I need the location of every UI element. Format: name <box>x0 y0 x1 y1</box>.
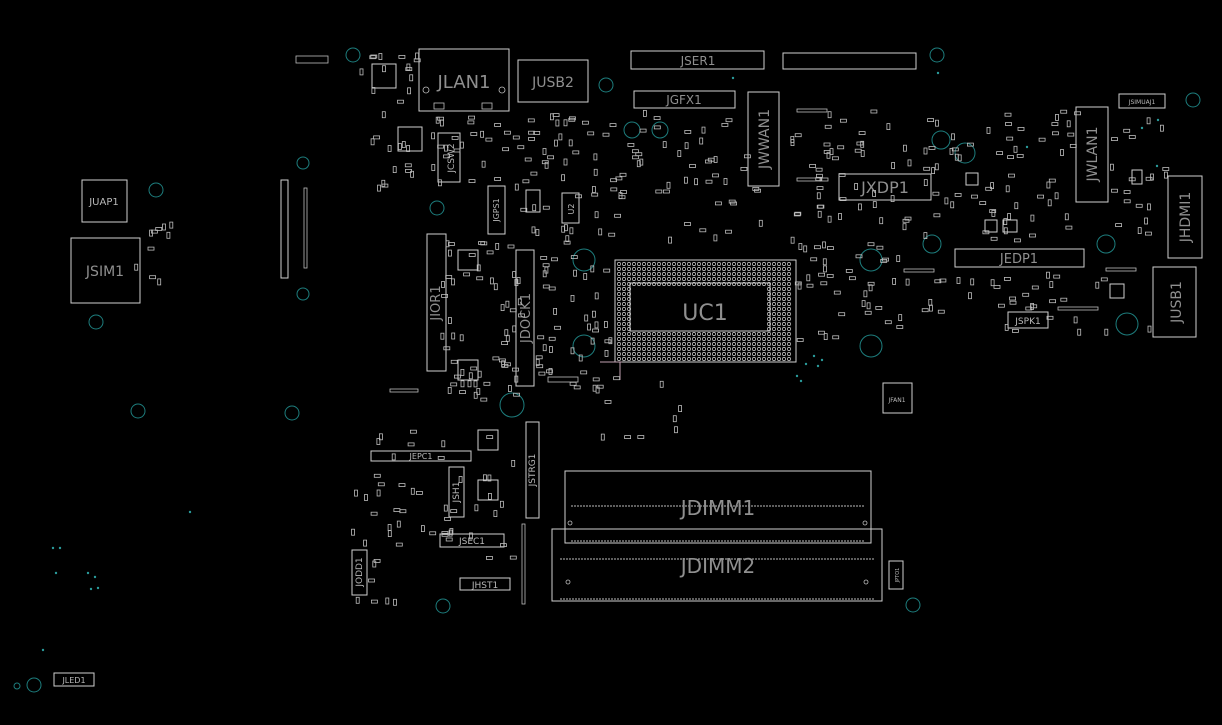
jled1-label: JLED1 <box>61 676 85 685</box>
uc1-ball-grid <box>617 262 791 361</box>
jwwan1-connector: JWWAN1 <box>747 91 780 187</box>
jgps1-label: JGPS1 <box>492 198 501 223</box>
jdimm1-label: JDIMM1 <box>679 496 755 520</box>
jpto1-label: JPTO1 <box>895 568 901 584</box>
jsh1-label: JSH1 <box>452 482 462 504</box>
jwwan1-label: JWWAN1 <box>757 109 773 170</box>
jwlan1-connector: JWLAN1 <box>1075 106 1109 203</box>
jsimuaj1-connector: JSIMUAJ1 <box>1118 93 1166 109</box>
jepc1-connector: JEPC1 <box>370 450 472 462</box>
jgfx1-connector: JGFX1 <box>633 90 736 109</box>
jser1-label: JSER1 <box>680 54 716 68</box>
jhst1-label: JHST1 <box>471 581 498 591</box>
jusb2-connector: JUSB2 <box>517 59 589 103</box>
jodd1-label: JODD1 <box>355 557 365 587</box>
header-connector-top <box>782 52 917 70</box>
jspk1-connector: JSPK1 <box>1007 311 1049 329</box>
jdimm2-slot: JDIMM2 <box>551 528 883 602</box>
small-vias <box>41 71 1160 652</box>
juap1-label: JUAP1 <box>88 197 119 208</box>
jepc1-label: JEPC1 <box>409 452 433 461</box>
jgps1-connector: JGPS1 <box>487 185 506 235</box>
jstrg1-label: JSTRG1 <box>528 454 538 488</box>
jior1-label: JIOR1 <box>429 285 444 321</box>
jhdmi1-label: JHDMI1 <box>1178 192 1194 244</box>
jwlan1-label: JWLAN1 <box>1085 126 1101 182</box>
jsimuaj1-label: JSIMUAJ1 <box>1128 99 1156 106</box>
jdimm1-slot: JDIMM1 <box>564 470 872 544</box>
uc1-cpu: UC1 <box>600 259 797 380</box>
jcsw2-connector: JCSW2 <box>437 132 461 183</box>
jdock1-label: JDOCK1 <box>519 293 534 344</box>
jpto1-connector: JPTO1 <box>888 560 904 590</box>
jusb2-label: JUSB2 <box>531 75 574 91</box>
jspk1-label: JSPK1 <box>1014 317 1040 327</box>
jled1-connector: JLED1 <box>53 672 95 687</box>
jusb1-label: JUSB1 <box>1169 281 1185 324</box>
jhdmi1-connector: JHDMI1 <box>1167 175 1203 259</box>
jlan1-label: JLAN1 <box>437 72 491 93</box>
jdimm2-label: JDIMM2 <box>679 554 755 578</box>
juap1-connector: JUAP1 <box>81 179 128 223</box>
jgfx1-label: JGFX1 <box>665 93 702 107</box>
jior1-connector: JIOR1 <box>426 233 447 372</box>
jxdp1-label: JXDP1 <box>860 178 909 197</box>
jdock1-connector: JDOCK1 <box>515 249 535 387</box>
jstrg1-connector: JSTRG1 <box>525 421 540 519</box>
jusb1-connector: JUSB1 <box>1152 266 1197 338</box>
jsim1-label: JSIM1 <box>85 264 124 280</box>
jodd1-connector: JODD1 <box>351 549 368 596</box>
uc1-label: UC1 <box>682 301 727 326</box>
jsim1-connector: JSIM1 <box>70 237 141 304</box>
jedp1-label: JEDP1 <box>999 252 1038 267</box>
mounting-holes <box>13 47 1201 693</box>
jsh1-connector: JSH1 <box>448 466 465 518</box>
misc-headers <box>280 55 1137 605</box>
passive-components <box>134 52 1170 606</box>
jser1-connector: JSER1 <box>630 50 765 70</box>
jcsw2-label: JCSW2 <box>447 143 457 173</box>
jlan1-connector: JLAN1 <box>418 48 510 112</box>
jfan1-label: JFAN1 <box>887 397 905 404</box>
u2-chip: U2 <box>561 192 580 224</box>
jsec1-label: JSEC1 <box>458 537 485 547</box>
jfan1-connector: JFAN1 <box>882 382 913 414</box>
jxdp1-connector: JXDP1 <box>838 173 932 201</box>
jhst1-connector: JHST1 <box>459 577 511 591</box>
jedp1-connector: JEDP1 <box>954 248 1085 268</box>
u2-label: U2 <box>567 204 576 215</box>
